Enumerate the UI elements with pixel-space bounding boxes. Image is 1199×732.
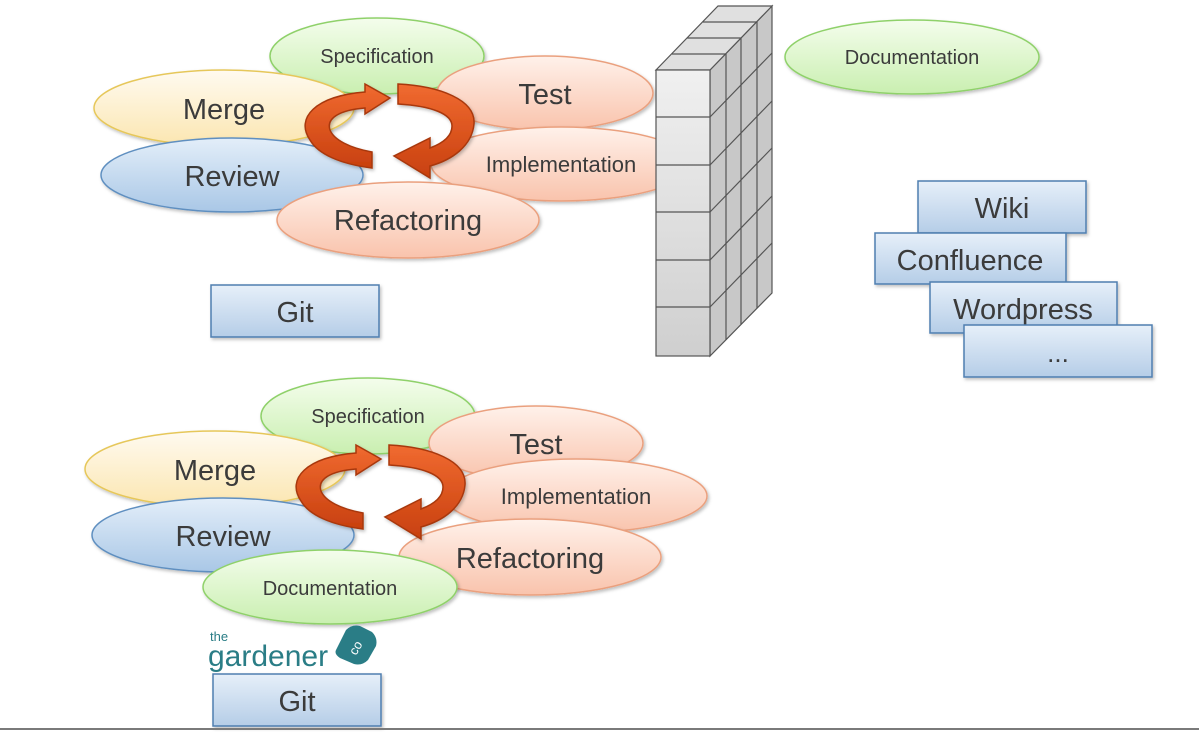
bottom-divider [0,728,1199,730]
top-test-label: Test [518,79,571,111]
doc-tool-confluence-label: Confluence [897,245,1044,277]
top-refactoring-ellipse: Refactoring [276,181,540,259]
doc-tool-wordpress-label: Wordpress [953,294,1093,326]
doc-tool-wordpress-box: Wordpress [929,281,1118,334]
top-documentation-ellipse: Documentation [784,19,1040,95]
bottom-specification-label: Specification [311,406,424,428]
doc-tool-confluence-box: Confluence [874,232,1067,285]
doc-tool-more-label: ... [1047,338,1069,368]
top-documentation-label: Documentation [845,47,980,69]
top-implementation-label: Implementation [486,152,636,177]
the-gardener-logo: the gardener co [208,625,377,673]
top-cycle-arrows-icon [304,82,475,180]
brick-wall [654,4,774,358]
bottom-specification-ellipse: Specification [260,377,476,455]
top-review-ellipse: Review [100,137,364,213]
bottom-refactoring-label: Refactoring [456,543,604,575]
top-git-label: Git [276,297,313,329]
top-refactoring-label: Refactoring [334,205,482,237]
top-git-box: Git [210,284,380,338]
doc-tool-wiki-label: Wiki [975,193,1030,225]
top-specification-ellipse: Specification [269,17,485,95]
top-merge-ellipse: Merge [93,69,355,147]
logo-small-text: the [210,629,228,644]
bottom-cycle-arrows-icon [295,443,466,541]
bottom-implementation-label: Implementation [501,484,651,509]
doc-tool-wiki-box: Wiki [917,180,1087,234]
top-specification-label: Specification [320,46,433,68]
bottom-review-label: Review [175,521,271,553]
logo-main-text: gardener [208,640,328,673]
top-review-label: Review [184,161,280,193]
bottom-test-label: Test [509,429,562,461]
bottom-git-box: Git [212,673,382,727]
top-merge-label: Merge [183,94,265,126]
bottom-merge-ellipse: Merge [84,430,346,508]
doc-tools-stack: Wiki Confluence Wordpress ... [874,180,1153,378]
bottom-documentation-ellipse: Documentation [202,549,458,625]
logo-badge-text: co [346,638,366,657]
bottom-merge-label: Merge [174,455,256,487]
bottom-refactoring-ellipse: Refactoring [398,518,662,596]
logo-badge-icon: co [335,625,377,665]
bottom-documentation-label: Documentation [263,578,398,600]
bottom-git-label: Git [278,686,315,718]
doc-tool-more-box: ... [963,324,1153,378]
top-cluster: Specification Merge Test Review Implemen… [93,17,692,338]
bottom-cluster: Specification Merge Test Review Implemen… [84,377,708,727]
